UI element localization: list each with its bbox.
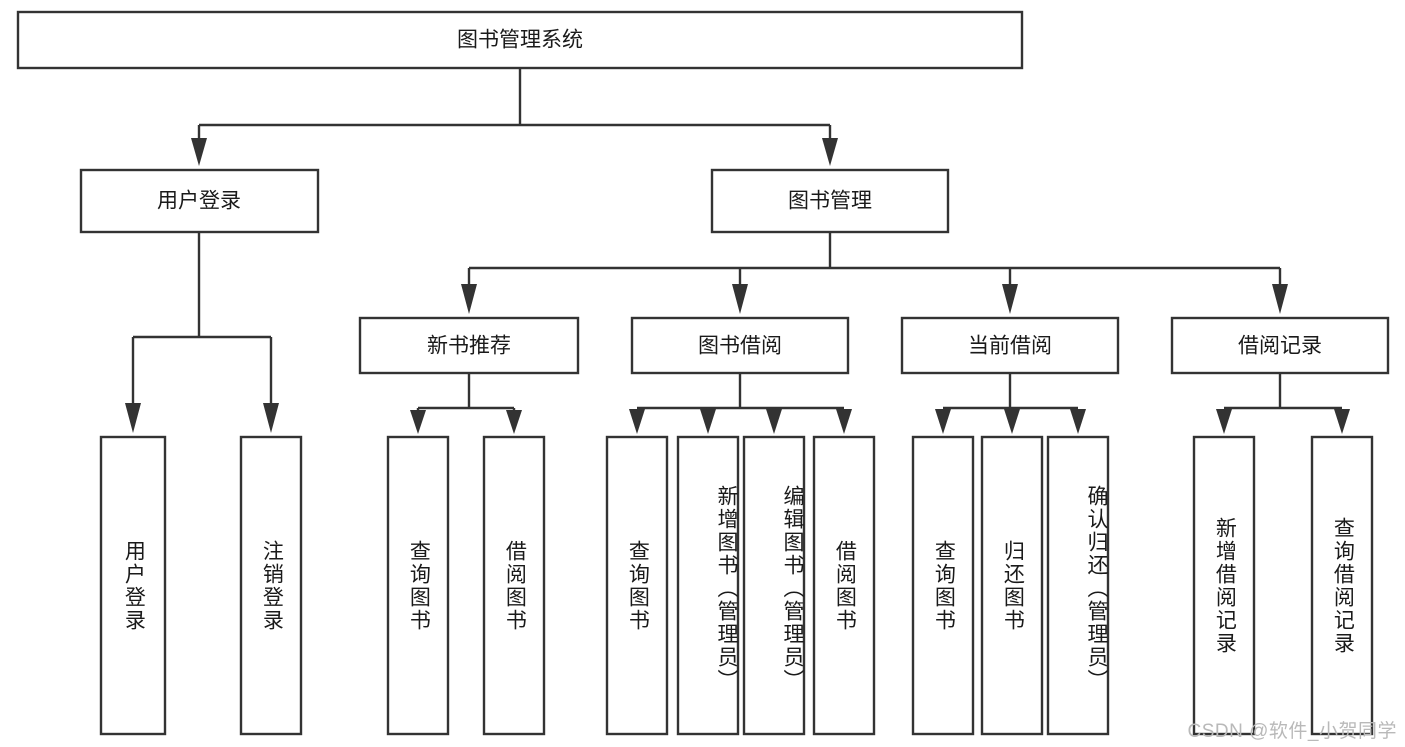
connector-group-book-borrow (629, 373, 852, 434)
node-leaf-return-book-box[interactable] (980, 435, 1044, 736)
node-book-management-label: 图书管理 (788, 190, 872, 213)
arrow-head-book-borrow (732, 284, 748, 314)
arrow-head-borrow-records (1272, 284, 1288, 314)
arrow-head-leaf-return-book (1004, 409, 1020, 434)
connector-group-book-management (461, 232, 1288, 314)
arrow-head-leaf-confirm-return-admin (1070, 409, 1086, 434)
connector-group-user-login (125, 232, 279, 433)
connector-group-current-borrow (935, 373, 1086, 434)
arrow-head-new-book-recommend (461, 284, 477, 314)
arrow-head-leaf-add-book-admin (700, 409, 716, 434)
node-current-borrow-label: 当前借阅 (968, 335, 1052, 358)
arrow-head-leaf-borrow-book (836, 409, 852, 434)
node-leaf-confirm-return-admin-box[interactable] (1046, 435, 1110, 736)
connector-group-root (191, 68, 838, 166)
node-leaf-query-book-borrow-box[interactable] (605, 435, 669, 736)
node-leaf-query-book-current-box[interactable] (911, 435, 975, 736)
node-leaf-add-borrow-record-box[interactable] (1192, 435, 1256, 736)
node-new-book-recommend[interactable]: 新书推荐 (358, 316, 580, 375)
node-borrow-records-label: 借阅记录 (1238, 335, 1322, 358)
connector-group-borrow-records (1216, 373, 1350, 434)
arrow-head-user-login (191, 138, 207, 166)
arrow-head-leaf-query-book-borrow (629, 409, 645, 434)
node-leaf-logout-login-box[interactable] (239, 435, 303, 736)
arrow-head-leaf-borrow-book-recommend (506, 410, 522, 434)
connector-group-new-book-recommend (410, 373, 522, 434)
node-current-borrow[interactable]: 当前借阅 (900, 316, 1120, 375)
node-leaf-borrow-book-box[interactable] (812, 435, 876, 736)
arrow-head-current-borrow (1002, 284, 1018, 314)
node-root-box[interactable] (16, 10, 1024, 70)
node-leaf-query-book-recommend-box[interactable] (386, 435, 450, 736)
node-leaf-query-borrow-record-box[interactable] (1310, 435, 1374, 736)
arrow-head-leaf-logout-login (263, 403, 279, 433)
node-book-management[interactable]: 图书管理 (710, 168, 950, 234)
arrow-head-book-management (822, 138, 838, 166)
node-leaf-borrow-book-recommend-box[interactable] (482, 435, 546, 736)
arrow-head-leaf-query-borrow-record (1334, 409, 1350, 434)
arrow-head-leaf-add-borrow-record (1216, 409, 1232, 434)
node-borrow-records[interactable]: 借阅记录 (1170, 316, 1390, 375)
arrow-head-leaf-query-book-recommend (410, 410, 426, 434)
node-current-borrow-box[interactable] (900, 316, 1120, 375)
node-user-login[interactable]: 用户登录 (79, 168, 320, 234)
watermark-text: CSDN @软件_小贺同学 (1187, 721, 1397, 742)
node-user-login-label: 用户登录 (157, 190, 241, 213)
node-leaf-user-login-box[interactable] (99, 435, 167, 736)
node-new-book-recommend-label: 新书推荐 (427, 335, 511, 358)
node-root[interactable]: 图书管理系统 (16, 10, 1024, 70)
node-book-borrow-box[interactable] (630, 316, 850, 375)
node-borrow-records-box[interactable] (1170, 316, 1390, 375)
node-book-management-box[interactable] (710, 168, 950, 234)
node-book-borrow-label: 图书借阅 (698, 335, 782, 358)
node-new-book-recommend-box[interactable] (358, 316, 580, 375)
node-leaf-edit-book-admin-box[interactable] (742, 435, 806, 736)
node-root-label: 图书管理系统 (457, 29, 583, 52)
node-book-borrow[interactable]: 图书借阅 (630, 316, 850, 375)
node-user-login-box[interactable] (79, 168, 320, 234)
node-leaf-add-book-admin-box[interactable] (676, 435, 740, 736)
arrow-head-leaf-user-login (125, 403, 141, 433)
arrow-head-leaf-query-book-current (935, 409, 951, 434)
arrow-head-leaf-edit-book-admin (766, 409, 782, 434)
